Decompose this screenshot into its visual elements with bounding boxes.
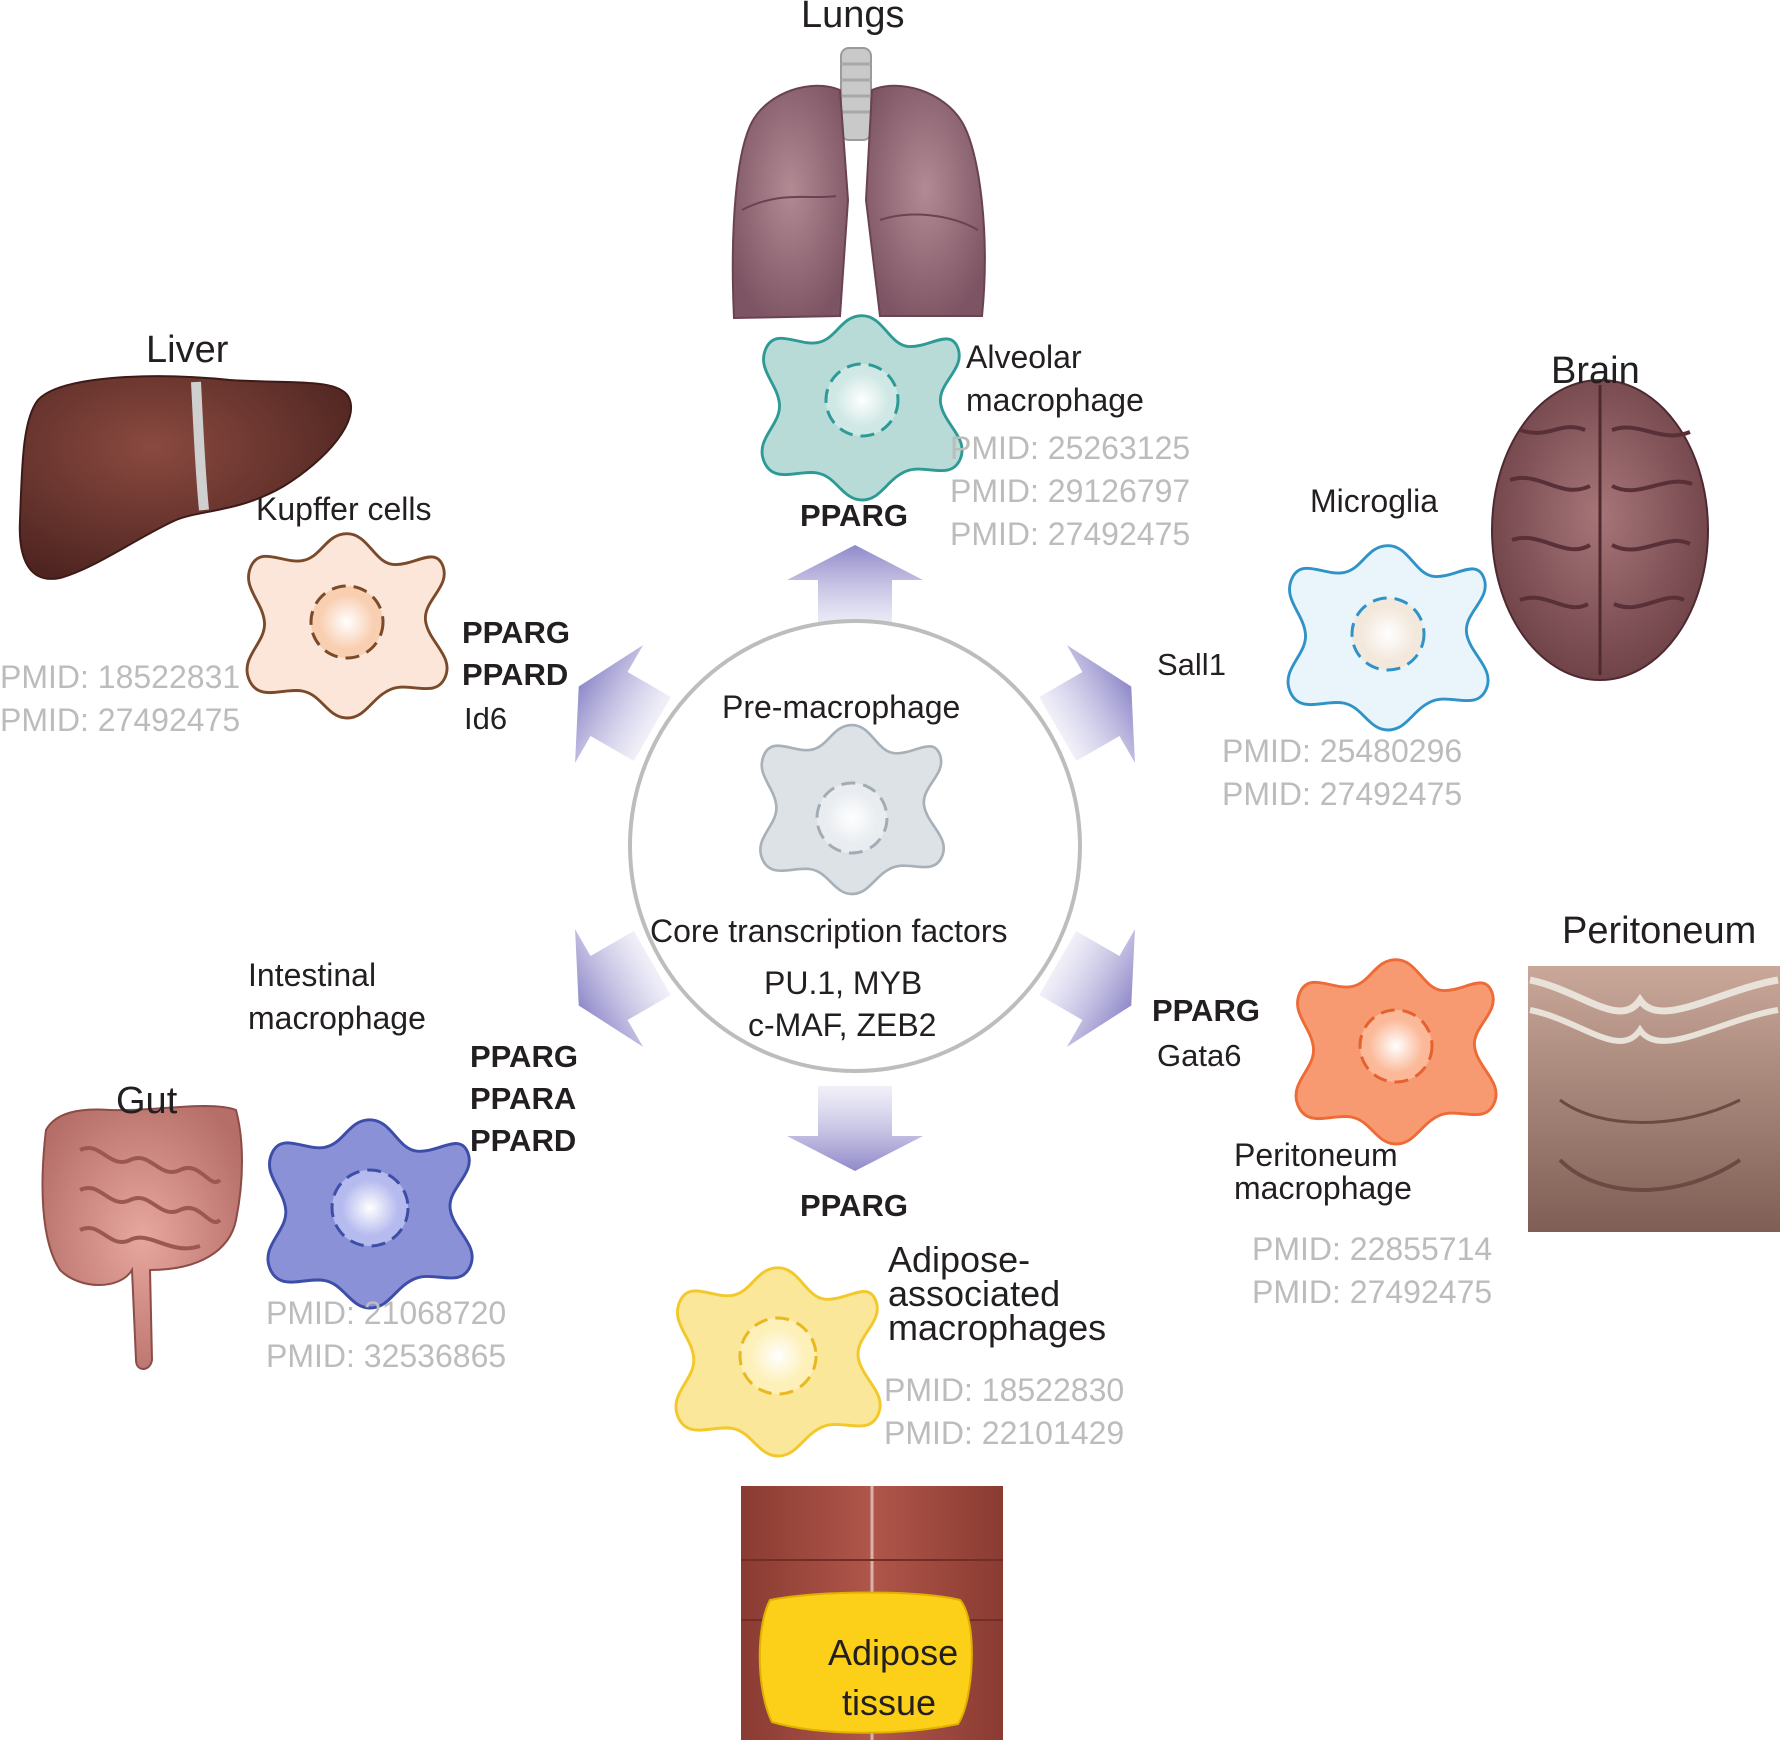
intestinal-macrophage-cell [266,1118,474,1310]
liver-factor-ppard: PPARD [462,657,569,692]
microglia-label: Microglia [1310,483,1439,519]
peritoneum-pmid-2: PMID: 27492475 [1252,1274,1493,1310]
brain-factor-sall1: Sall1 [1157,647,1226,682]
core-factors-line-1: PU.1, MYB [764,965,923,1001]
alveolar-macrophage-cell [760,314,964,502]
lungs-label: Lungs [801,0,905,36]
lungs-pmid-3: PMID: 27492475 [950,516,1191,552]
arrow-to-lungs [787,545,923,630]
brain-illustration [1491,379,1709,681]
lungs-illustration [731,47,986,320]
lungs-factor-pparg: PPARG [800,498,908,533]
peritoneum-cell-label-2: macrophage [1234,1170,1412,1206]
peritoneum-macrophage-cell [1294,958,1498,1146]
liver-pmid-1: PMID: 18522831 [0,659,241,695]
alveolar-cell-label-2: macrophage [966,382,1144,418]
adipose-cell-label-2: associated [888,1273,1061,1314]
brain-pmid-2: PMID: 27492475 [1222,776,1463,812]
intestinal-cell-label-1: Intestinal [248,957,377,993]
liver-label: Liver [146,329,229,371]
peritoneum-label: Peritoneum [1562,910,1757,952]
center-title: Pre-macrophage [722,689,961,725]
arrow-to-peritoneum [1039,929,1135,1047]
adipose-tissue-label-1: Adipose [828,1632,959,1673]
arrow-to-liver [575,645,671,763]
adipose-pmid-1: PMID: 18522830 [884,1372,1125,1408]
adipose-pmid-2: PMID: 22101429 [884,1415,1125,1451]
abdomen-illustration [741,1486,1003,1740]
liver-factor-pparg: PPARG [462,615,570,650]
adipose-tissue-label-2: tissue [842,1682,937,1723]
gut-label: Gut [116,1080,178,1122]
arrow-to-brain [1039,645,1135,763]
peritoneum-illustration [1528,966,1780,1232]
core-factors-line-2: c-MAF, ZEB2 [748,1007,937,1043]
adipose-cell-label-3: macrophages [888,1307,1107,1348]
kupffer-cells-label: Kupffer cells [256,491,432,527]
arrow-to-gut [575,929,671,1047]
kupffer-cell [245,532,449,720]
gut-illustration [41,1105,243,1370]
brain-label: Brain [1551,350,1640,392]
peritoneum-pmid-1: PMID: 22855714 [1252,1231,1493,1267]
peritoneum-factor-pparg: PPARG [1152,993,1260,1028]
peritoneum-factor-gata6: Gata6 [1157,1038,1242,1073]
adipose-macrophage-cell [674,1266,882,1458]
adipose-factor-pparg: PPARG [800,1188,908,1223]
lungs-pmid-1: PMID: 25263125 [950,430,1191,466]
pre-macrophage-cell [759,723,945,896]
gut-factor-ppard: PPARD [470,1123,577,1158]
liver-pmid-2: PMID: 27492475 [0,702,241,738]
gut-factor-pparg: PPARG [470,1039,578,1074]
liver-illustration [18,375,353,580]
gut-pmid-2: PMID: 32536865 [266,1338,507,1374]
brain-pmid-1: PMID: 25480296 [1222,733,1463,769]
lungs-pmid-2: PMID: 29126797 [950,473,1191,509]
gut-pmid-1: PMID: 21068720 [266,1295,507,1331]
peritoneum-cell-label-1: Peritoneum [1234,1137,1398,1173]
alveolar-cell-label-1: Alveolar [966,339,1082,375]
microglia-cell [1286,544,1490,732]
intestinal-cell-label-2: macrophage [248,1000,426,1036]
arrows [575,545,1135,1171]
center-subtitle: Core transcription factors [650,913,1008,949]
liver-factor-id6: Id6 [464,701,508,736]
gut-factor-ppara: PPARA [470,1081,577,1116]
adipose-cell-label-1: Adipose- [888,1239,1031,1280]
adipose-tissue-region [758,1591,973,1734]
arrow-to-adipose [787,1086,923,1171]
